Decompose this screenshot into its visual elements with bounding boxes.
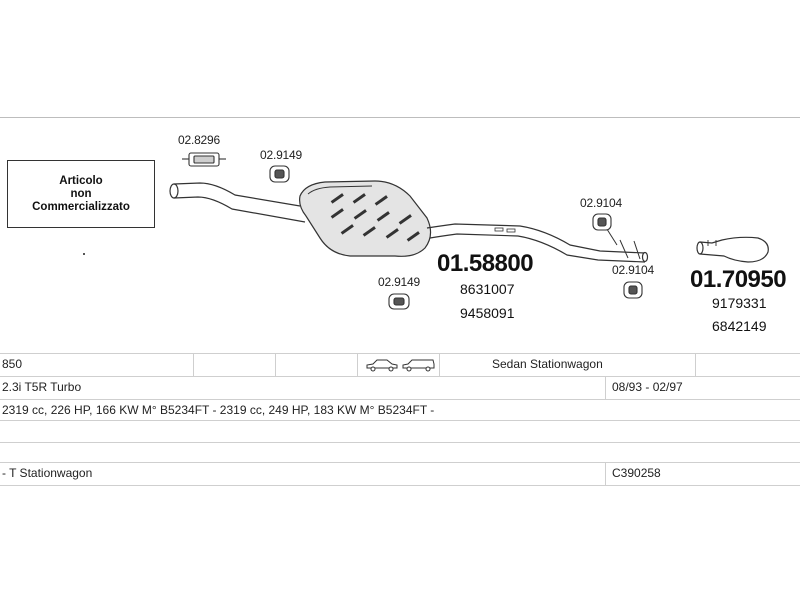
intermediate-pipe [426, 223, 649, 263]
stationwagon-icon [402, 359, 435, 372]
variant-cell: - T Stationwagon [2, 466, 93, 480]
diagram-top-border [0, 117, 800, 118]
notice-line-1: Articolo [59, 174, 103, 187]
rubber-hanger-2 [388, 293, 410, 310]
middle-silencer-ref-2: 9458091 [460, 305, 515, 321]
not-available-notice: Articolo non Commercializzato [7, 160, 155, 228]
exhaust-system-drawing [169, 152, 769, 310]
rear-silencer [696, 236, 769, 263]
model-cell: 850 [2, 357, 23, 371]
rubber-hanger-4 [623, 281, 643, 299]
clamp-part [182, 152, 226, 167]
dot-mark [83, 253, 85, 255]
hanger-2-label: 02.9149 [378, 275, 420, 289]
notice-line-3: Commercializzato [32, 200, 130, 213]
body-types-cell: Sedan Stationwagon [492, 357, 603, 371]
hanger-4-label: 02.9104 [612, 263, 654, 277]
car-body-icons [366, 359, 435, 372]
middle-silencer-code: 01.58800 [437, 250, 534, 277]
hanger-3-label: 02.9104 [580, 196, 622, 210]
rear-silencer-ref-2: 6842149 [712, 318, 767, 334]
specs-cell: 2319 cc, 226 HP, 166 KW M° B5234FT - 231… [2, 403, 435, 417]
hanger-1-label: 02.9149 [260, 148, 302, 162]
catalog-code-cell: C390258 [612, 466, 661, 480]
engine-cell: 2.3i T5R Turbo [2, 380, 82, 394]
rubber-hanger-1 [269, 165, 290, 183]
notice-line-2: non [70, 187, 92, 200]
clamp-part-label: 02.8296 [178, 133, 220, 147]
front-pipe [169, 182, 306, 223]
middle-silencer-ref-1: 8631007 [460, 281, 515, 297]
rear-silencer-code: 01.70950 [690, 266, 787, 293]
period-cell: 08/93 - 02/97 [612, 380, 683, 394]
middle-silencer [299, 180, 432, 257]
sedan-icon [366, 359, 398, 372]
rear-silencer-ref-1: 9179331 [712, 295, 767, 311]
rubber-hanger-3 [592, 213, 612, 231]
